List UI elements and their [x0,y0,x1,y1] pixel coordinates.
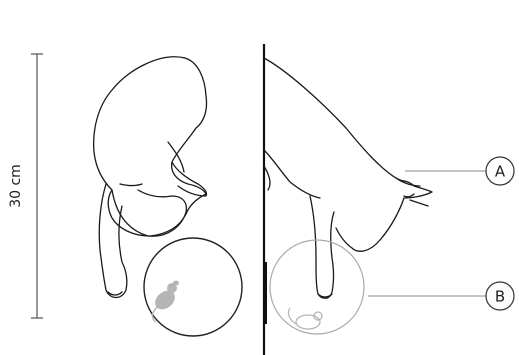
cat-top-paw [108,292,122,295]
cat-top-ear [172,162,207,196]
mouse-left-ear [173,281,179,286]
cat-top-leg [99,184,127,298]
cat-side-chest [264,150,320,198]
mouse-right-body [296,315,320,329]
callout-b-letter: B [495,288,505,306]
callout-b: B [368,282,514,310]
cat-side-leg [310,196,334,298]
callout-a-letter: A [495,163,506,181]
cat-top-fold-2 [120,184,142,186]
cat-side-view [264,58,432,298]
wall-thick-segment [263,262,267,324]
scale-label: 30 cm [8,164,24,208]
cat-top-body [94,57,207,236]
cat-top-view [94,57,207,298]
mouse-right-tail [288,308,296,324]
scale-bar [31,54,43,318]
mouse-right [288,308,322,329]
mouse-left [151,281,179,322]
fishbowl-left [144,238,242,336]
cat-side-eye [404,194,414,197]
cat-side-whisker [410,200,428,206]
callout-a: A [405,157,514,185]
cat-side-body [264,58,432,251]
